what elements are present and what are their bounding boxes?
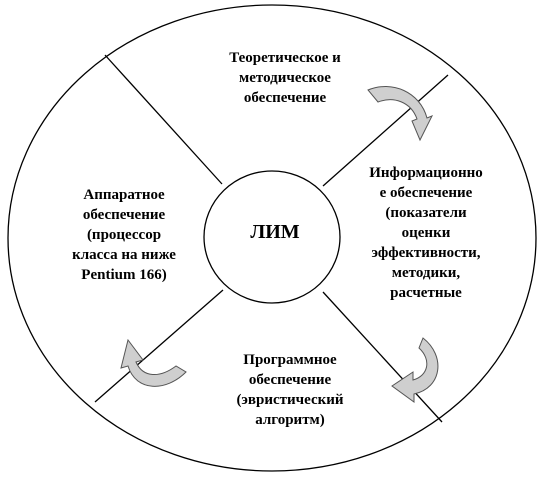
outer-circle [7,4,537,472]
curved-arrow-icon-bottom-right [391,337,439,403]
information-support-label: Информационно е обеспечение (показатели … [369,165,483,301]
divider-line-ne [322,74,449,187]
hardware-support-label: Аппаратное обеспечение (процессор класса… [72,187,176,283]
center-circle [203,170,341,304]
curved-arrow-icon-bottom-left [120,338,187,387]
theory-support-label: Теоретическое и методическое обеспечение [229,50,341,106]
center-lim-label: ЛИМ [250,221,300,243]
divider-line-sw [94,289,224,403]
curved-arrow-icon-top-right [367,86,434,142]
divider-line-se [322,291,443,423]
software-support-label: Программное обеспечение (эвристический а… [236,352,344,428]
divider-line-nw [104,54,223,185]
